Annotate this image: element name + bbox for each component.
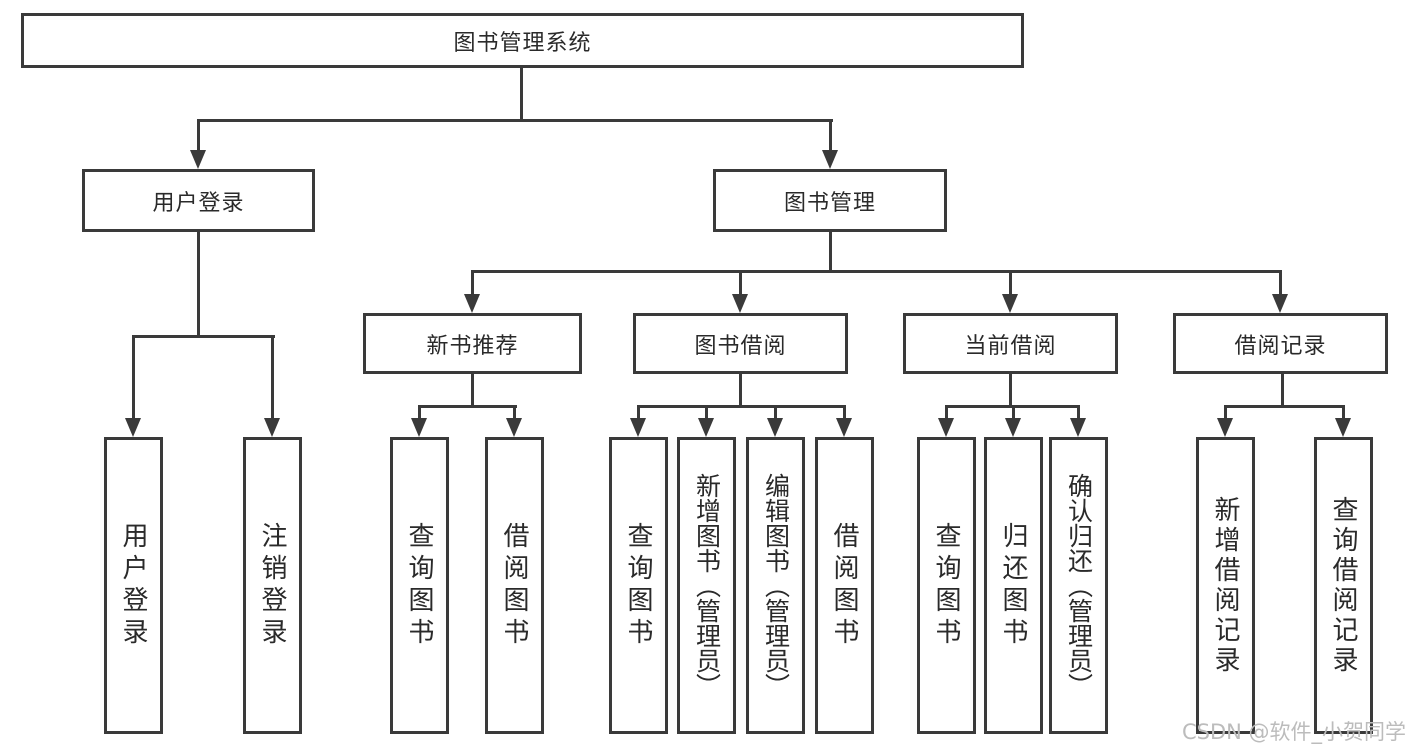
arrowhead-down — [767, 418, 783, 437]
watermark: CSDN @软件_小贺同学 — [1182, 720, 1405, 744]
connector-line — [471, 270, 474, 296]
arrowhead-down — [125, 418, 141, 437]
node-label: 注销登录 — [257, 521, 287, 650]
leaf-user-login: 用户登录 — [104, 437, 163, 734]
connector-line — [1224, 405, 1227, 420]
node-label: 查询借阅记录 — [1328, 495, 1358, 676]
connector-line — [945, 405, 948, 420]
node-book-management: 图书管理 — [713, 169, 947, 232]
connector-line — [1077, 405, 1080, 420]
arrowhead-down — [506, 418, 522, 437]
connector-line — [271, 335, 274, 420]
node-label: 新书推荐 — [426, 333, 519, 359]
connector-line — [774, 405, 777, 420]
connector-line — [1012, 405, 1015, 420]
connector-line — [132, 335, 275, 338]
connector-line — [637, 405, 640, 420]
connector-line — [520, 68, 523, 119]
leaf-borrow-books-borrow: 借阅图书 — [815, 437, 874, 734]
node-label: 用户登录 — [152, 190, 245, 216]
leaf-confirm-return-admin: 确认归还（管理员） — [1049, 437, 1108, 734]
connector-line — [739, 373, 742, 407]
node-label: 确认归还（管理员） — [1064, 473, 1094, 698]
arrowhead-down — [190, 150, 206, 169]
node-book-borrowing: 图书借阅 — [633, 313, 848, 374]
leaf-query-books-current: 查询图书 — [917, 437, 976, 734]
leaf-return-books: 归还图书 — [984, 437, 1043, 734]
node-label: 借阅图书 — [499, 521, 529, 650]
connector-line — [1281, 373, 1284, 407]
connector-line — [513, 405, 516, 420]
leaf-add-book-admin: 新增图书（管理员） — [677, 437, 736, 734]
leaf-query-books-borrow: 查询图书 — [609, 437, 668, 734]
arrowhead-down — [698, 418, 714, 437]
node-label: 图书管理 — [783, 190, 876, 216]
connector-line — [739, 270, 742, 296]
arrowhead-down — [1217, 418, 1233, 437]
connector-line — [418, 405, 517, 408]
node-borrowing-records: 借阅记录 — [1173, 313, 1388, 374]
leaf-logout: 注销登录 — [243, 437, 302, 734]
connector-line — [132, 335, 135, 420]
leaf-edit-book-admin: 编辑图书（管理员） — [746, 437, 805, 734]
connector-line — [197, 119, 200, 152]
node-label: 借阅记录 — [1234, 333, 1327, 359]
connector-line — [705, 405, 708, 420]
node-label: 编辑图书（管理员） — [761, 473, 791, 698]
connector-line — [471, 270, 1282, 273]
connector-line — [197, 119, 833, 122]
node-label: 查询图书 — [931, 521, 961, 650]
connector-line — [1009, 373, 1012, 407]
connector-line — [197, 232, 200, 335]
node-library-system: 图书管理系统 — [21, 13, 1024, 68]
node-label: 查询图书 — [623, 521, 653, 650]
node-label: 新增借阅记录 — [1210, 495, 1240, 676]
connector-line — [471, 373, 474, 407]
node-label: 当前借阅 — [964, 333, 1057, 359]
arrowhead-down — [1070, 418, 1086, 437]
arrowhead-down — [1002, 294, 1018, 313]
node-label: 归还图书 — [998, 521, 1028, 650]
connector-line — [843, 405, 846, 420]
arrowhead-down — [822, 150, 838, 169]
node-user-login: 用户登录 — [82, 169, 315, 232]
connector-line — [1342, 405, 1345, 420]
leaf-query-borrow-record: 查询借阅记录 — [1314, 437, 1373, 734]
node-label: 用户登录 — [118, 521, 148, 650]
arrowhead-down — [464, 294, 480, 313]
arrowhead-down — [411, 418, 427, 437]
node-label: 图书管理系统 — [453, 30, 592, 56]
node-current-borrowing: 当前借阅 — [903, 313, 1118, 374]
connector-line — [1279, 270, 1282, 296]
arrowhead-down — [1005, 418, 1021, 437]
arrowhead-down — [836, 418, 852, 437]
connector-line — [418, 405, 421, 420]
leaf-add-borrow-record: 新增借阅记录 — [1196, 437, 1255, 734]
arrowhead-down — [938, 418, 954, 437]
node-label: 新增图书（管理员） — [692, 473, 722, 698]
leaf-borrow-books-recommend: 借阅图书 — [485, 437, 544, 734]
node-label: 图书借阅 — [694, 333, 787, 359]
arrowhead-down — [264, 418, 280, 437]
connector-line — [829, 232, 832, 270]
connector-line — [1009, 270, 1012, 296]
connector-line — [637, 405, 846, 408]
arrowhead-down — [1335, 418, 1351, 437]
connector-line — [829, 119, 832, 152]
leaf-query-books-recommend: 查询图书 — [390, 437, 449, 734]
node-new-book-recommendation: 新书推荐 — [363, 313, 582, 374]
arrowhead-down — [1272, 294, 1288, 313]
arrowhead-down — [732, 294, 748, 313]
node-label: 查询图书 — [404, 521, 434, 650]
node-label: 借阅图书 — [829, 521, 859, 650]
connector-line — [1224, 405, 1345, 408]
arrowhead-down — [630, 418, 646, 437]
